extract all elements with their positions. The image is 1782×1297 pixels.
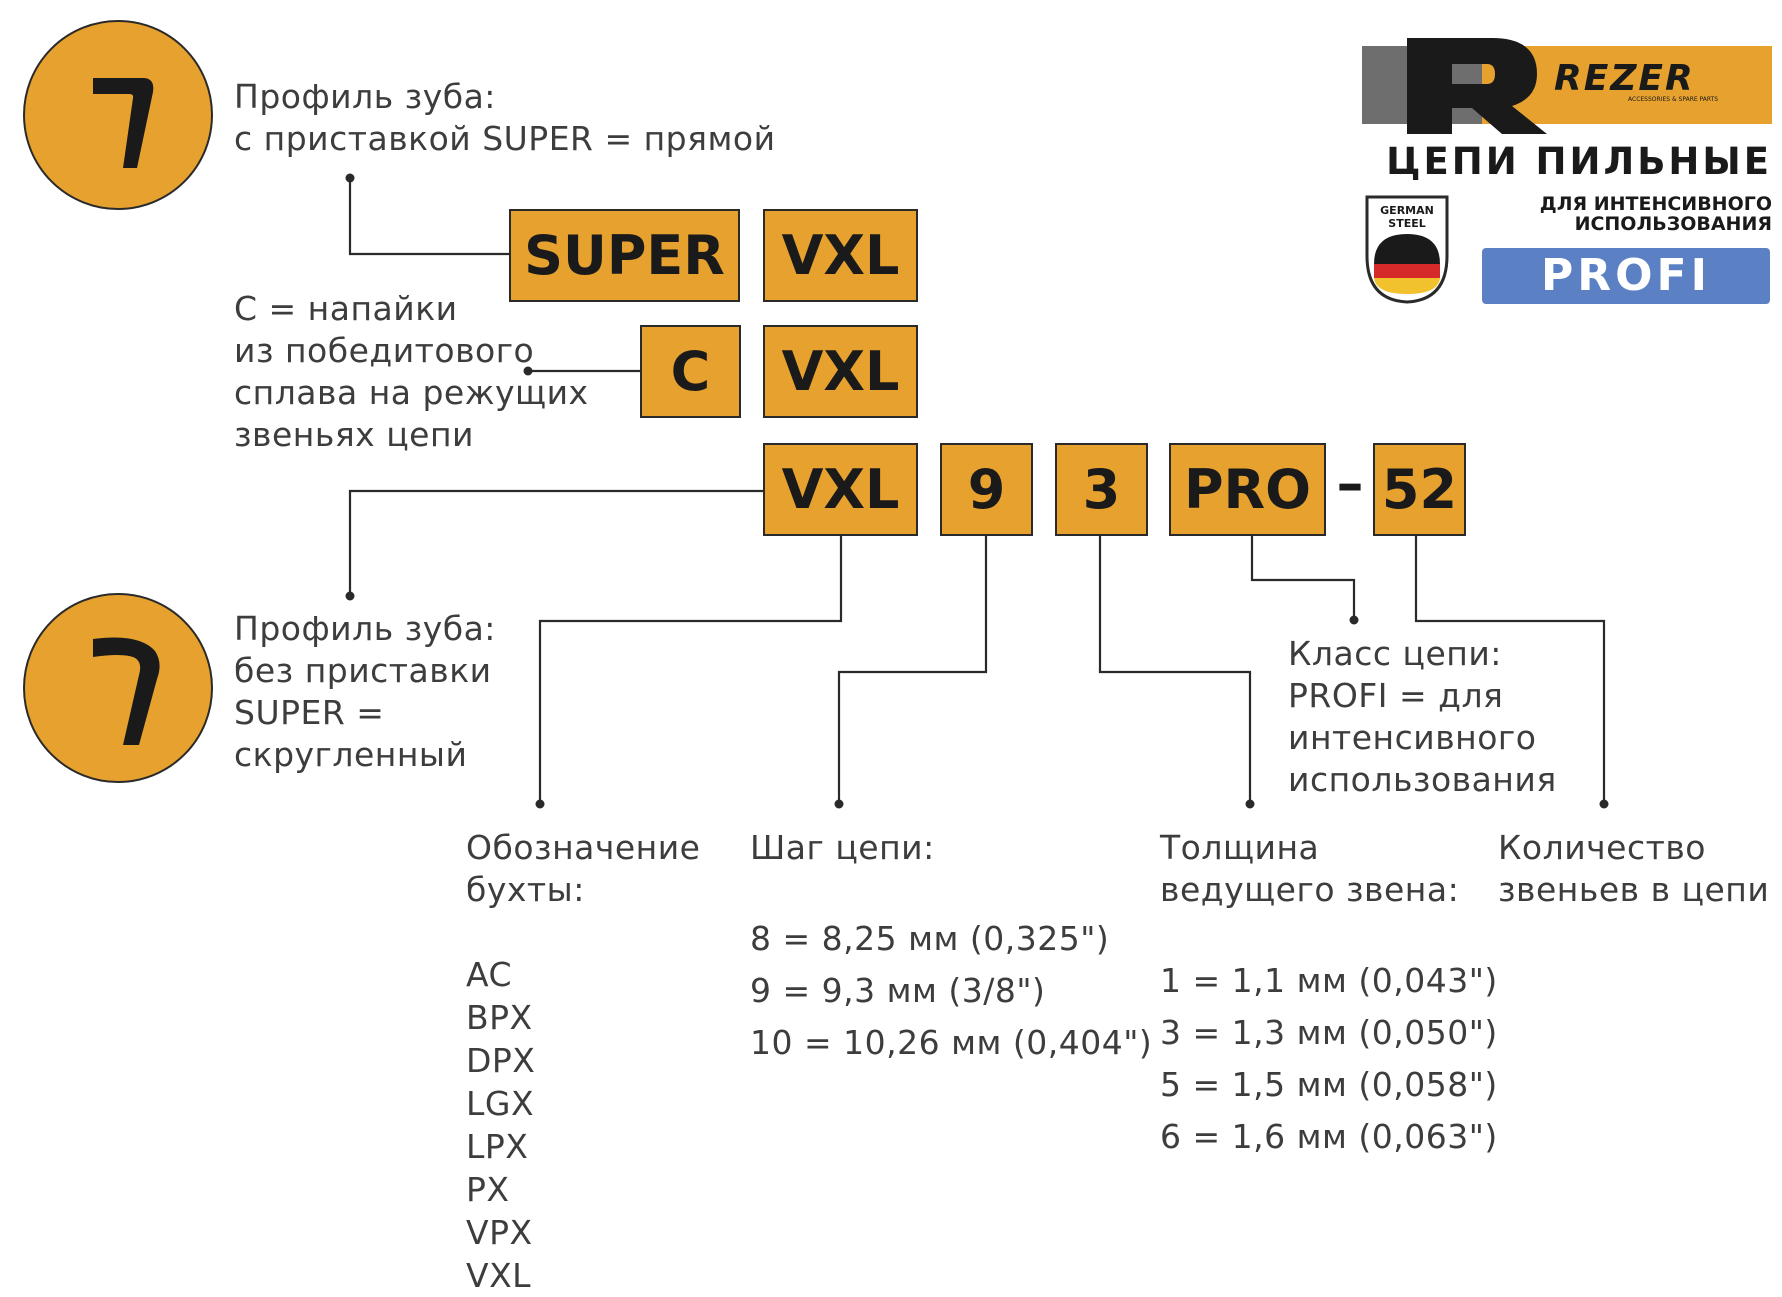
code-box-class: PRO	[1169, 443, 1326, 536]
list-item: 3 = 1,3 мм (0,050")	[1160, 1013, 1498, 1052]
code-box-vxl: VXL	[763, 443, 918, 536]
list-item: 10 = 10,26 мм (0,404")	[750, 1023, 1153, 1062]
brand-name: REZER	[1554, 58, 1695, 99]
list-item: PX	[466, 1170, 510, 1209]
connector-dot	[1245, 799, 1255, 809]
logo-title: ЦЕПИ ПИЛЬНЫЕ	[1386, 140, 1772, 183]
logo-subtitle: ДЛЯ ИНТЕНСИВНОГО ИСПОЛЬЗОВАНИЯ	[1539, 193, 1772, 235]
tooth-profile-straight-icon	[23, 20, 213, 210]
list-item: VPX	[466, 1213, 533, 1252]
rezer-logo: REZER ACCESSORIES & SPARE PARTS ЦЕПИ ПИЛ…	[1362, 36, 1772, 306]
code-box-c: C	[640, 325, 741, 418]
connector-dot	[523, 366, 533, 376]
code-box-gauge: 3	[1055, 443, 1148, 536]
german-steel-badge: GERMAN STEEL	[1364, 194, 1450, 306]
list-item: AC	[466, 955, 513, 994]
list-item: 6 = 1,6 мм (0,063")	[1160, 1117, 1498, 1156]
connector-dot	[834, 799, 844, 809]
tooth-profile-round-icon	[23, 593, 213, 783]
code-box-vxl-row2: VXL	[763, 325, 918, 418]
code-box-super: SUPER	[509, 209, 740, 302]
badge-line2: STEEL	[1388, 217, 1426, 230]
code-box-pitch: 9	[940, 443, 1033, 536]
connector-dot	[535, 799, 545, 809]
code-box-vxl-row1: VXL	[763, 209, 918, 302]
spool-list: AC BPX DPX LGX LPX PX VPX VXL	[466, 953, 701, 1297]
rezer-brand-mark	[1362, 38, 1772, 134]
code-dash: –	[1336, 452, 1364, 515]
gauge-list: 1 = 1,1 мм (0,043") 3 = 1,3 мм (0,050") …	[1160, 955, 1498, 1163]
annotation-profile-round: Профиль зуба: без приставки SUPER = скру…	[234, 609, 496, 774]
badge-line1: GERMAN	[1380, 204, 1434, 217]
list-item: 8 = 8,25 мм (0,325")	[750, 919, 1110, 958]
list-item: VXL	[466, 1256, 532, 1295]
legend-pitch: Шаг цепи: 8 = 8,25 мм (0,325") 9 = 9,3 м…	[750, 827, 1152, 1069]
code-box-links: 52	[1373, 443, 1466, 536]
profi-label: PROFI	[1482, 248, 1770, 304]
legend-spool: Обозначение бухты: AC BPX DPX LGX LPX PX…	[466, 828, 701, 1297]
connector-dot	[1599, 799, 1609, 809]
connector-dot	[345, 591, 355, 601]
list-item: 1 = 1,1 мм (0,043")	[1160, 961, 1498, 1000]
list-item: 5 = 1,5 мм (0,058")	[1160, 1065, 1498, 1104]
list-item: 9 = 9,3 мм (3/8")	[750, 971, 1046, 1010]
annotation-carbide: С = напайки из победитового сплава на ре…	[234, 289, 589, 454]
connector-dot	[345, 173, 355, 183]
list-item: LPX	[466, 1127, 529, 1166]
connector-dot	[1349, 615, 1359, 625]
list-item: DPX	[466, 1041, 536, 1080]
list-item: LGX	[466, 1084, 535, 1123]
list-item: BPX	[466, 998, 533, 1037]
annotation-chain-class: Класс цепи: PROFI = для интенсивного исп…	[1288, 634, 1557, 799]
pitch-list: 8 = 8,25 мм (0,325") 9 = 9,3 мм (3/8") 1…	[750, 913, 1152, 1069]
annotation-profile-super: Профиль зуба: с приставкой SUPER = прямо…	[234, 77, 776, 158]
legend-gauge: Толщина ведущего звена: 1 = 1,1 мм (0,04…	[1160, 827, 1498, 1163]
brand-tagline: ACCESSORIES & SPARE PARTS	[1628, 96, 1719, 103]
legend-links: Количество звеньев в цепи	[1498, 828, 1770, 909]
